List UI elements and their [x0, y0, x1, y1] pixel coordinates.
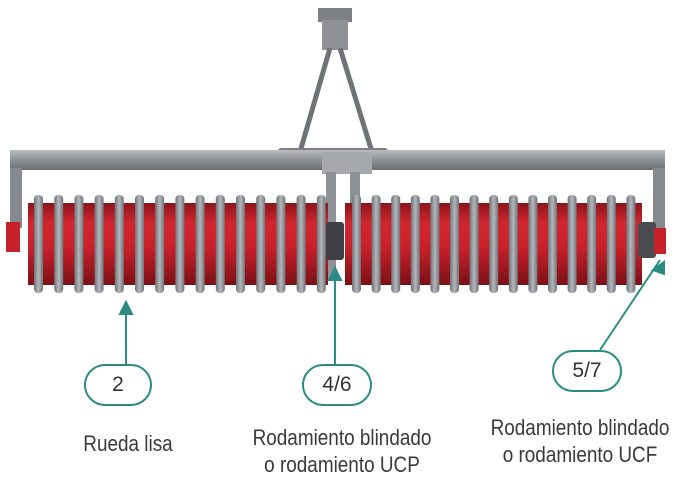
caption-4-6-line1: Rodamiento blindado: [252, 425, 432, 450]
left-roller-disc: [74, 195, 84, 293]
caption-5-7-line2: o rodamiento UCF: [502, 442, 658, 467]
left-roller-disc: [276, 195, 286, 293]
left-roller-disc: [316, 195, 326, 293]
right-roller-disc: [606, 195, 616, 293]
callout-badge-2: 2: [84, 364, 152, 406]
right-side-arm: [653, 168, 665, 228]
caption-5-7: Rodamiento blindado o rodamiento UCF: [485, 414, 674, 468]
right-roller-disc: [528, 195, 538, 293]
roller-discs: [34, 195, 636, 293]
right-roller-disc: [548, 195, 557, 293]
caption-5-7-line1: Rodamiento blindado: [490, 415, 670, 440]
hitch-top-pin: [318, 8, 352, 22]
right-outer-bearing-cap: [654, 228, 666, 254]
left-roller-disc: [135, 195, 144, 293]
right-roller-disc: [469, 195, 479, 293]
caption-2-line1: Rueda lisa: [83, 431, 173, 456]
left-roller-disc: [256, 195, 266, 293]
right-roller-disc: [391, 195, 401, 293]
left-roller-disc: [195, 195, 205, 293]
right-roller-disc: [410, 195, 420, 293]
left-outer-bearing: [6, 222, 20, 252]
callout-badge-5-7: 5/7: [552, 350, 622, 392]
left-roller-disc: [236, 195, 245, 293]
right-roller-disc: [567, 195, 577, 293]
leader-arrow-5-7: [650, 260, 665, 276]
left-roller-disc: [215, 195, 225, 293]
right-roller-disc: [626, 195, 636, 293]
right-roller-disc: [450, 195, 459, 293]
left-roller-disc: [296, 195, 306, 293]
right-roller-disc: [430, 195, 440, 293]
leader-arrow-4-6: [327, 265, 343, 281]
hitch-left-arm: [297, 47, 333, 153]
caption-4-6: Rodamiento blindado o rodamiento UCP: [247, 424, 436, 478]
hitch-top-bracket: [322, 20, 348, 50]
left-roller-disc: [175, 195, 185, 293]
left-roller-disc: [34, 195, 43, 293]
caption-4-6-line2: o rodamiento UCP: [264, 452, 420, 477]
right-roller-disc: [508, 195, 518, 293]
left-roller-disc: [94, 195, 104, 293]
leader-line-5-7: [599, 259, 661, 351]
callout-badge-4-6: 4/6: [302, 364, 372, 406]
center-bearing: [326, 222, 344, 260]
left-roller-disc: [54, 195, 64, 293]
right-bearing: [638, 222, 656, 258]
left-roller-disc: [155, 195, 165, 293]
right-roller-disc: [489, 195, 499, 293]
center-support-bracket: [322, 152, 372, 174]
right-roller-disc: [371, 195, 381, 293]
right-roller-disc: [587, 195, 597, 293]
hitch-tower: [278, 8, 388, 158]
left-roller-disc: [114, 195, 124, 293]
right-roller-disc: [352, 195, 361, 293]
left-side-arm: [10, 168, 22, 228]
leader-arrow-2: [118, 299, 134, 315]
hitch-right-arm: [337, 47, 375, 153]
caption-2: Rueda lisa: [59, 430, 197, 457]
